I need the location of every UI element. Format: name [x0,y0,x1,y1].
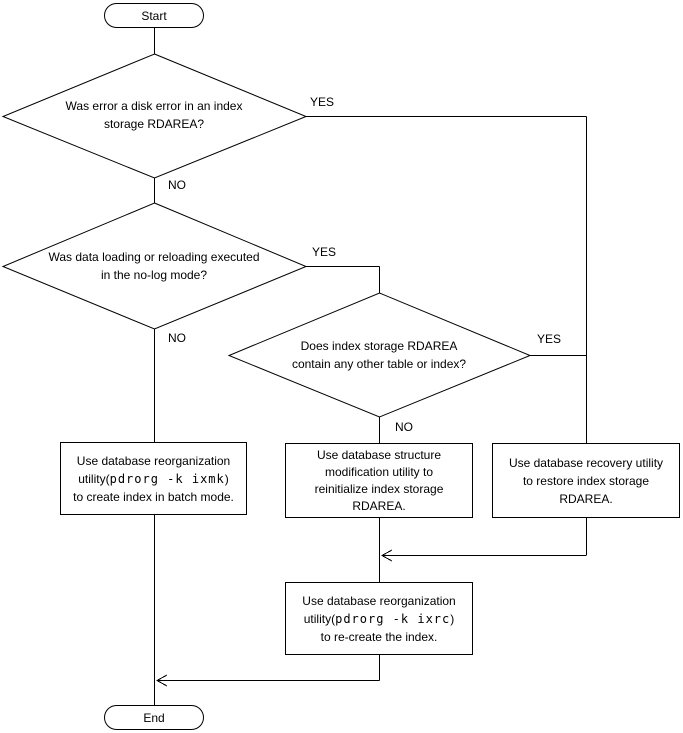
process-text: Use database structure modification util… [314,447,444,513]
decision-question-disk-error: Was error a disk error in an index stora… [65,99,243,131]
process-text-line: utility(pdrorg -k ixmk) [78,470,229,488]
decision-diamond-no-log-mode [1,202,308,330]
branch-label-d2-yes: YES [312,245,337,259]
branch-label-d1-yes: YES [310,95,335,109]
end-terminator: End [104,705,204,730]
start-terminator: Start [104,3,204,28]
start-label: Start [141,8,167,23]
process-box-structure-modification: Use database structure modification util… [285,443,473,518]
process-text-segment: ) [224,471,229,486]
command-text: pdrorg -k ixmk [109,471,225,486]
process-text: Use database recovery utility to restore… [508,455,664,506]
process-text-segment: ) [450,611,455,626]
process-text-segment: utility( [303,611,336,626]
process-text-line: Use database reorganization [76,453,231,468]
process-text-line: Use database reorganization [302,593,456,608]
decision-diamond-disk-error [1,53,308,179]
branch-label-d1-no: NO [168,178,186,192]
process-text-segment: utility( [78,471,110,486]
command-text: pdrorg -k ixrc [335,611,451,626]
process-text-line: to create index in batch mode. [73,489,234,504]
merge-arrowhead-left-lower [155,674,168,687]
decision-diamond-other-table-or-index [227,292,532,418]
branch-label-d3-yes: YES [537,332,562,346]
merge-arrowhead-left-upper [380,549,393,562]
branch-label-d3-no: NO [395,420,413,434]
decision-question-no-log-mode: Was data loading or reloading executed i… [48,250,260,282]
end-label: End [143,710,165,725]
process-box-reorg-ixmk: Use database reorganization utility(pdro… [60,442,247,515]
process-text-line: utility(pdrorg -k ixrc) [304,610,455,628]
branch-label-d2-no: NO [168,331,186,345]
process-box-recovery: Use database recovery utility to restore… [492,443,680,518]
decision-question-other-table-or-index: Does index storage RDAREA contain any ot… [291,339,467,371]
process-text-line: to re-create the index. [320,629,438,644]
process-box-reorg-ixrc: Use database reorganization utility(pdro… [285,582,473,655]
